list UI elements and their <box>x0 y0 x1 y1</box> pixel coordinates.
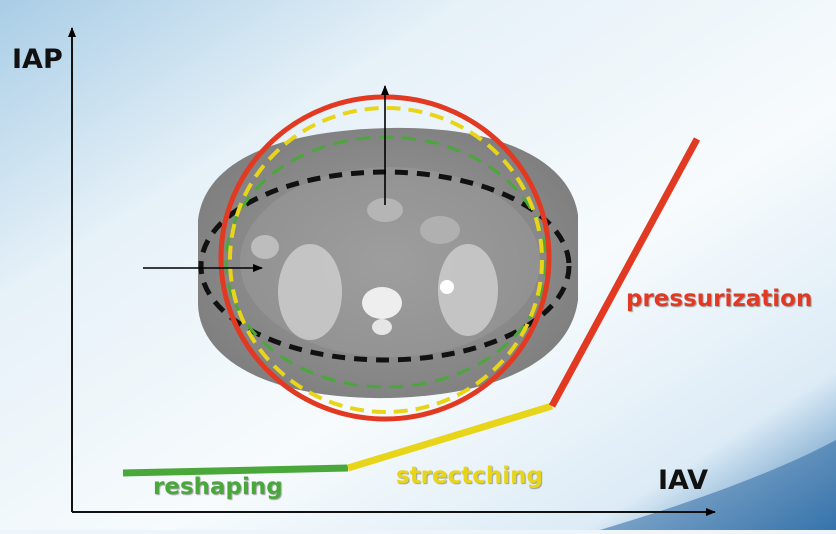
outline-stretching <box>228 106 544 414</box>
ct-aorta <box>440 280 454 294</box>
x-axis-label: IAV <box>658 465 709 496</box>
ct-bowel-loop <box>420 216 460 244</box>
ct-scan-image <box>198 127 578 399</box>
phase-label-stretching: strectching <box>396 463 543 489</box>
ct-vertebra <box>362 287 402 319</box>
ct-bowel-loop <box>367 198 403 222</box>
ct-bowel-loop <box>251 235 279 259</box>
phase-label-reshaping: reshaping <box>153 474 283 500</box>
ct-left-kidney <box>438 244 498 336</box>
curve-stretching-segment <box>346 402 554 472</box>
outline-intermediate <box>224 135 548 389</box>
phase-label-pressurization: pressurization <box>626 286 813 312</box>
ct-right-kidney <box>278 244 342 340</box>
curve-reshaping-segment <box>122 464 349 477</box>
corner-swoosh <box>600 440 836 530</box>
y-axis-label: IAP <box>12 44 63 75</box>
curve-pressurization-segment <box>548 137 701 408</box>
ct-spinous-process <box>372 319 392 335</box>
